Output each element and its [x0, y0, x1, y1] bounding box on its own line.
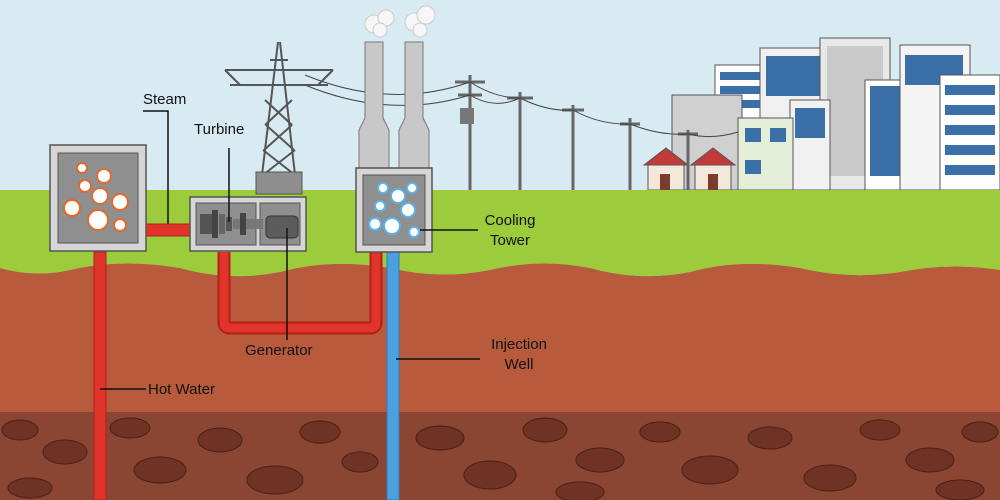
injection-well-label: Injection Well — [482, 335, 556, 375]
cooling-tower-box — [355, 167, 433, 253]
power-lines — [304, 74, 739, 138]
house-icon — [642, 147, 737, 191]
power-tower-icon — [224, 41, 334, 176]
hot-water-label: Hot Water — [148, 381, 215, 398]
steam-cloud-icon — [364, 5, 436, 38]
cooling-tower-label: Cooling Tower — [478, 211, 542, 251]
injection-well-label-line2: Well — [504, 356, 534, 373]
cooling-tower-label-line1: Cooling — [484, 212, 536, 229]
hot-water-pipe — [93, 251, 107, 500]
tower-base — [255, 171, 303, 195]
steam-label: Steam — [143, 91, 187, 108]
rocks — [1, 417, 999, 500]
injection-well-label-line1: Injection — [491, 336, 547, 353]
steam-cloud-icon — [63, 162, 129, 232]
generator-label: Generator — [245, 342, 313, 359]
cold-steam-icon — [368, 182, 420, 238]
leader-lines — [100, 110, 480, 390]
turbine-icon — [200, 210, 263, 238]
injection-well-pipe — [386, 251, 400, 500]
generator-icon — [265, 215, 299, 239]
cooling-tower-label-line2: Tower — [489, 232, 530, 249]
turbine-label: Turbine — [194, 121, 245, 138]
steam-pipe — [144, 223, 194, 237]
transformer — [460, 108, 474, 124]
